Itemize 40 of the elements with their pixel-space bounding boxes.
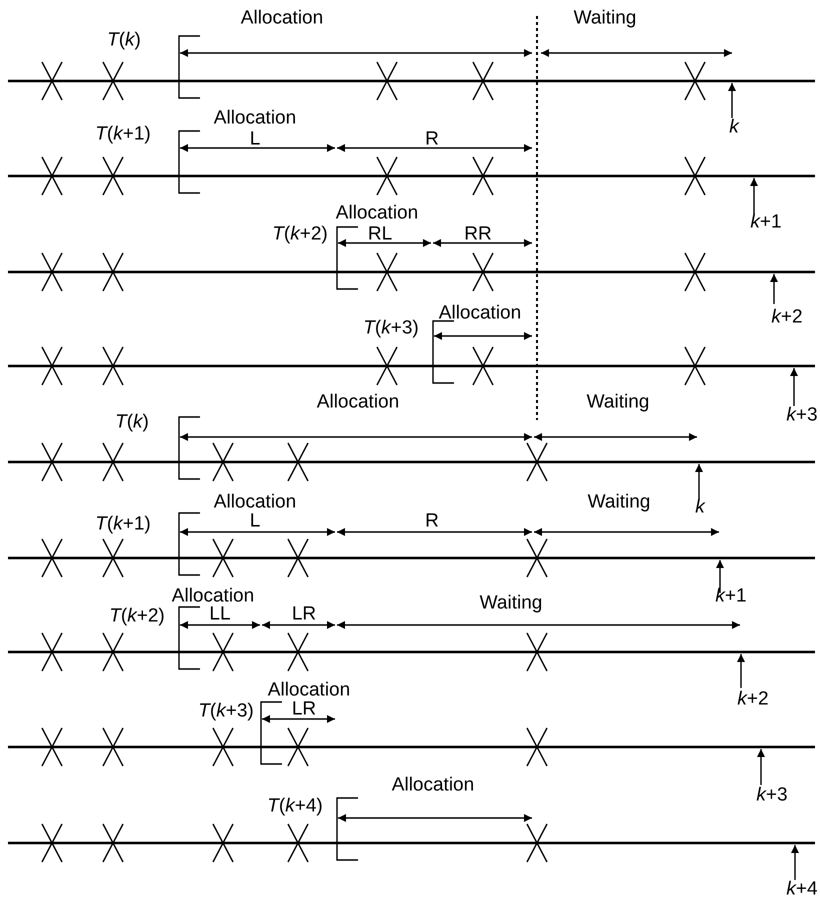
segment-label: LL: [209, 604, 231, 624]
index-label: k: [695, 498, 705, 516]
segment-label: RR: [464, 224, 492, 244]
phase-label: Allocation: [316, 392, 400, 412]
phase-label: Allocation: [214, 108, 296, 128]
segment-label: R: [425, 130, 439, 148]
index-label: k+3: [786, 406, 818, 424]
time-label: T(k+1): [95, 124, 151, 144]
time-label: T(k): [115, 412, 149, 432]
time-label: T(k): [107, 30, 141, 50]
time-label: T(k+3): [198, 702, 254, 720]
index-label: k+1: [715, 586, 747, 606]
time-label: T(k+3): [363, 318, 419, 338]
index-label: k+3: [756, 786, 788, 804]
segment-label: LR: [292, 604, 316, 624]
index-label: k+2: [737, 690, 769, 708]
index-label: k+4: [786, 880, 818, 898]
phase-label: Allocation: [336, 204, 418, 222]
time-label: T(k+2): [109, 606, 165, 626]
phase-label: Waiting: [586, 392, 650, 412]
time-label: T(k+4): [267, 796, 323, 816]
phase-label: Waiting: [588, 492, 650, 512]
phase-label: Allocation: [392, 776, 474, 794]
segment-label: LR: [292, 700, 316, 718]
phase-label: Allocation: [214, 492, 296, 512]
phase-label: Waiting: [480, 594, 542, 612]
segment-label: R: [425, 512, 439, 530]
index-label: k+1: [750, 212, 782, 232]
segment-label: L: [250, 130, 260, 148]
segment-label: L: [250, 512, 260, 530]
time-label: T(k+2): [272, 224, 328, 244]
index-label: k+2: [771, 308, 803, 326]
phase-label: Allocation: [240, 8, 324, 28]
phase-label: Allocation: [268, 680, 350, 700]
phase-label: Waiting: [574, 8, 636, 28]
phase-label: Allocation: [172, 586, 254, 606]
phase-label: Allocation: [438, 304, 522, 322]
time-label: T(k+1): [95, 514, 151, 534]
segment-label: RL: [368, 224, 392, 244]
index-label: k: [729, 118, 739, 136]
